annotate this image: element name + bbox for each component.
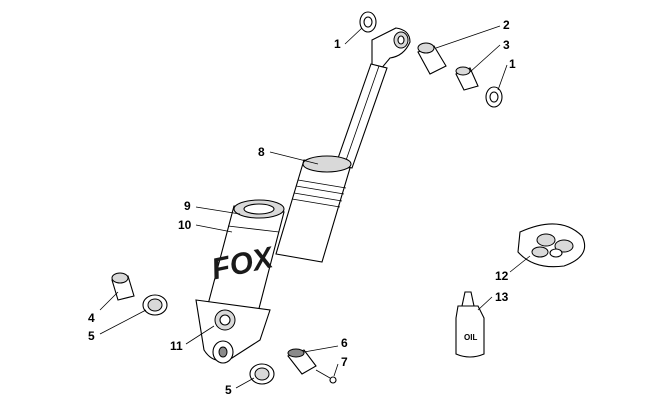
callout-5-bottom: 5 <box>225 383 232 397</box>
washer-right <box>485 86 503 108</box>
oil-bottle-13: OIL <box>455 291 485 358</box>
callout-9: 9 <box>184 199 191 213</box>
lower-eyelet <box>195 299 271 364</box>
spacer-2 <box>417 42 447 75</box>
upper-eyelet <box>371 27 411 71</box>
callout-1-right: 1 <box>509 57 516 71</box>
callout-11: 11 <box>170 339 183 353</box>
bushing-3 <box>455 66 479 91</box>
oil-label: OIL <box>464 333 477 342</box>
callout-13: 13 <box>495 290 509 304</box>
shock-body: FOX <box>205 199 285 321</box>
washer-top <box>359 11 377 33</box>
seal-kit-12 <box>517 223 586 268</box>
callout-1-top: 1 <box>334 37 341 51</box>
callout-10: 10 <box>178 218 192 232</box>
bushing-4 <box>111 272 135 301</box>
callout-7: 7 <box>341 355 348 369</box>
callout-2: 2 <box>503 18 510 32</box>
spacer-5-left <box>142 294 168 316</box>
callout-12: 12 <box>495 269 509 283</box>
leader-lines <box>99 25 531 389</box>
callout-4: 4 <box>88 311 95 325</box>
callout-3: 3 <box>503 38 510 52</box>
callout-6: 6 <box>341 336 348 350</box>
callout-5-left: 5 <box>88 329 95 343</box>
brand-logo: FOX <box>209 241 278 287</box>
shock-shaft <box>335 63 388 169</box>
reservoir-cap <box>275 155 352 263</box>
callout-8: 8 <box>258 145 265 159</box>
spacer-5-bottom <box>249 363 275 385</box>
callouts: 1 2 3 1 8 9 10 4 5 11 5 6 7 12 13 <box>88 18 516 397</box>
screw-7 <box>315 369 337 384</box>
valve-6 <box>287 348 317 375</box>
